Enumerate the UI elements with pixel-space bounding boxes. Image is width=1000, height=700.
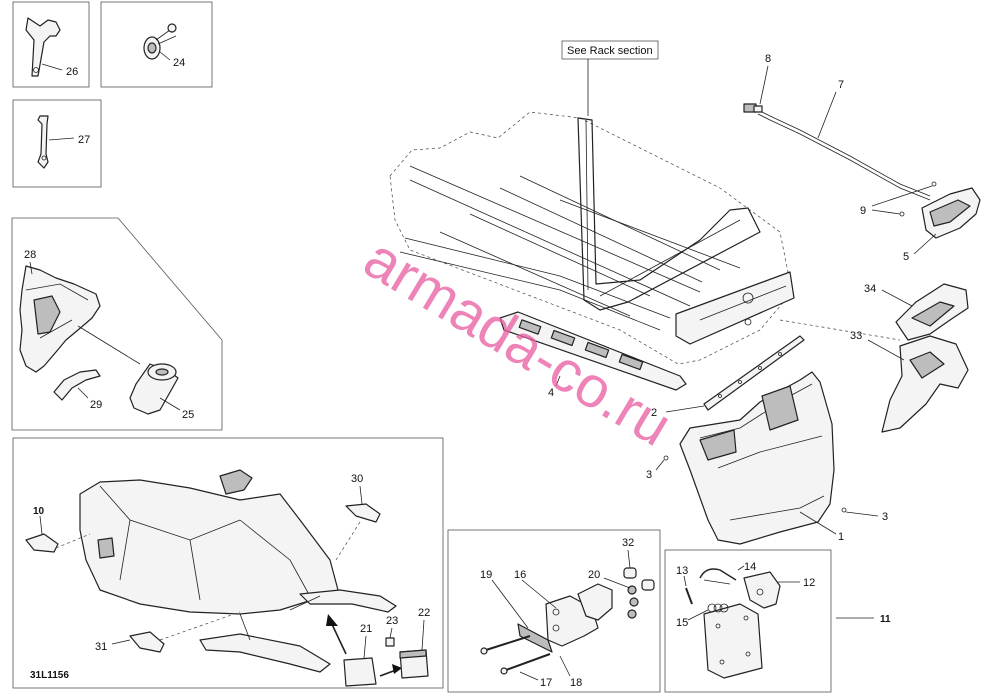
callout-3a: 3 xyxy=(646,469,652,481)
decal-21 xyxy=(343,657,377,687)
nuts-20 xyxy=(627,585,639,619)
callout-29: 29 xyxy=(90,399,102,411)
callout-3b: 3 xyxy=(882,511,888,523)
wrench-26 xyxy=(25,17,61,77)
callout-4: 4 xyxy=(548,387,554,399)
callout-9: 9 xyxy=(860,205,866,217)
rack-note-text: See Rack section xyxy=(567,45,653,57)
inset-box-vehicle xyxy=(12,437,444,689)
license-plate-bracket xyxy=(703,603,763,679)
strap-29 xyxy=(53,369,101,401)
inset-box-24 xyxy=(100,1,213,88)
taillight-5 xyxy=(921,187,981,239)
callout-20: 20 xyxy=(588,569,600,581)
callout-32: 32 xyxy=(622,537,634,549)
callout-11: 11 xyxy=(880,614,891,625)
part-22 xyxy=(399,649,429,679)
callout-13: 13 xyxy=(676,565,688,577)
cover-34 xyxy=(895,283,969,341)
callout-28: 28 xyxy=(24,249,36,261)
watermark: armada-co.ru xyxy=(353,225,682,458)
storage-case-28 xyxy=(19,265,101,373)
arrow-up-icon xyxy=(326,614,338,626)
callout-34: 34 xyxy=(864,283,876,295)
strip-2 xyxy=(703,335,805,411)
callout-27: 27 xyxy=(78,134,90,146)
callout-19: 19 xyxy=(480,569,492,581)
plate-19 xyxy=(517,623,553,653)
arrow-right-icon xyxy=(392,664,402,674)
suction-cup-24 xyxy=(143,23,177,60)
diagram-id: 31L1156 xyxy=(30,670,69,681)
callout-21: 21 xyxy=(360,623,372,635)
callout-17: 17 xyxy=(540,677,552,689)
reflector-10 xyxy=(25,533,59,553)
reflector-30 xyxy=(345,503,381,523)
callout-15: 15 xyxy=(676,617,688,629)
hitch-bracket-16 xyxy=(545,583,613,647)
callout-24: 24 xyxy=(173,57,185,69)
inset-box-kit-28 xyxy=(11,217,223,431)
part-23 xyxy=(385,637,395,647)
callout-1: 1 xyxy=(838,531,844,543)
bracket-12 xyxy=(743,571,781,609)
inset-box-plate xyxy=(664,549,832,693)
callout-25: 25 xyxy=(182,409,194,421)
snow-flap-1 xyxy=(679,371,835,545)
callout-14: 14 xyxy=(744,561,756,573)
harness-7 xyxy=(757,109,931,201)
bracket-33 xyxy=(881,335,969,433)
spring-15 xyxy=(707,603,729,613)
connector-8 xyxy=(743,103,763,113)
pin-14 xyxy=(699,568,737,585)
inset-box-hitch xyxy=(447,529,661,693)
reflector-bar-4 xyxy=(499,311,687,391)
callout-7: 7 xyxy=(838,79,844,91)
callout-26: 26 xyxy=(66,66,78,78)
inset-box-26 xyxy=(12,1,90,88)
bolt-13 xyxy=(685,587,693,605)
callout-18: 18 xyxy=(570,677,582,689)
callout-16: 16 xyxy=(514,569,526,581)
callout-12: 12 xyxy=(803,577,815,589)
snowmobile xyxy=(79,469,397,673)
callout-8: 8 xyxy=(765,53,771,65)
callout-5: 5 xyxy=(903,251,909,263)
callout-30: 30 xyxy=(351,473,363,485)
callout-2: 2 xyxy=(651,407,657,419)
canister-25 xyxy=(129,363,179,415)
reflector-31 xyxy=(129,631,165,653)
callout-23: 23 xyxy=(386,615,398,627)
inset-box-27 xyxy=(12,99,102,188)
callout-31: 31 xyxy=(95,641,107,653)
open-wrench-27 xyxy=(37,115,49,169)
callout-10: 10 xyxy=(33,506,45,517)
callout-22: 22 xyxy=(418,607,430,619)
rack-assembly xyxy=(389,111,795,365)
bushings-32 xyxy=(623,567,655,591)
rack-note-box xyxy=(561,40,659,60)
bolts-17 xyxy=(480,635,551,675)
